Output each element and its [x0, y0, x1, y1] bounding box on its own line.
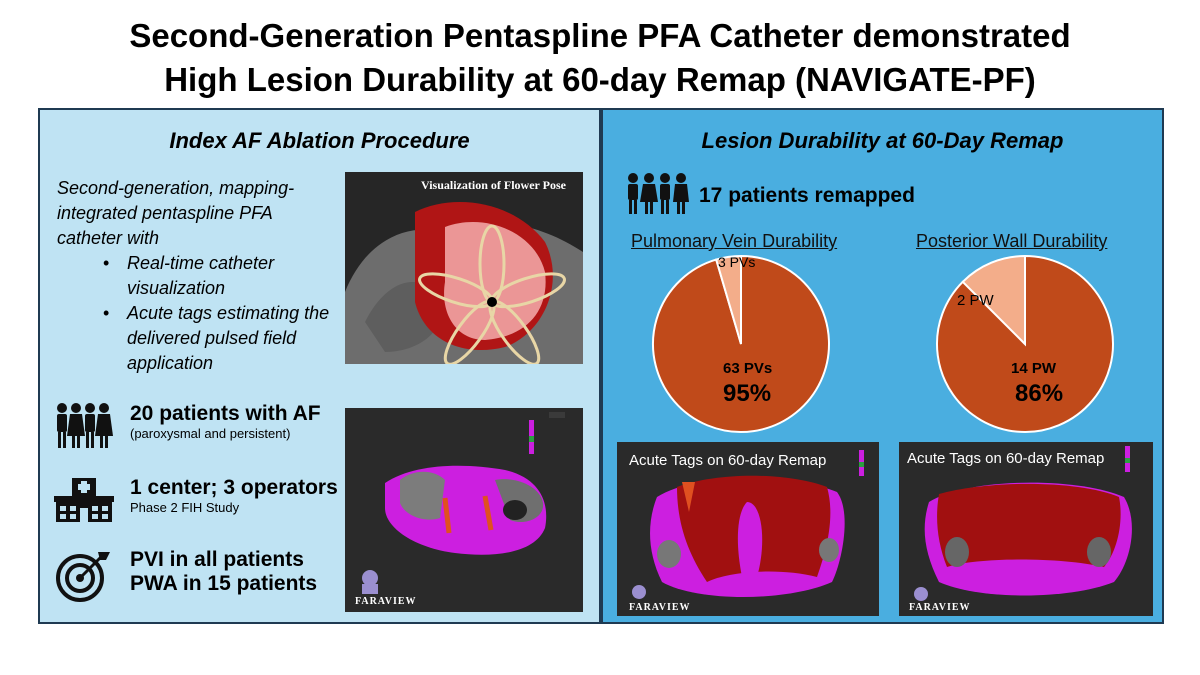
index-map-render	[362, 412, 565, 594]
remap-panel: Lesion Durability at 60-Day Remap 17 pat…	[601, 108, 1164, 624]
feature-list: Real-time catheter visualization Acute t…	[57, 251, 342, 376]
catheter-description: Second-generation, mapping-integrated pe…	[57, 176, 342, 376]
pie2-minor-slice	[961, 254, 1026, 347]
faraview-logo: FARAVIEW	[909, 602, 971, 613]
description-intro: Second-generation, mapping-integrated pe…	[57, 178, 295, 248]
people-icon	[628, 173, 689, 214]
pv-durability-pie	[652, 254, 830, 433]
title-line-2: High Lesion Durability at 60-day Remap (…	[164, 61, 1036, 98]
remap-pw-image: Acute Tags on 60-day Remap FARAVIEW	[899, 442, 1153, 616]
left-panel-heading: Index AF Ablation Procedure	[169, 128, 470, 153]
remap-pw-caption: Acute Tags on 60-day Remap	[907, 450, 1105, 467]
flower-pose-image: Visualization of Flower Pose	[345, 172, 583, 364]
index-procedure-panel: Index AF Ablation Procedure Second-gener…	[38, 108, 601, 624]
people-icon	[57, 403, 113, 448]
center-operators: 1 center; 3 operators	[130, 476, 338, 499]
index-map-image: FARAVIEW	[345, 408, 583, 612]
feature-item: Real-time catheter visualization	[103, 251, 342, 301]
pie2-major-slice	[936, 254, 1114, 433]
study-phase: Phase 2 FIH Study	[130, 500, 240, 515]
pwa-result: PWA in 15 patients	[130, 572, 318, 595]
remap-pv-caption: Acute Tags on 60-day Remap	[629, 452, 827, 469]
pie1-minor-slice	[714, 254, 742, 345]
faraview-logo: FARAVIEW	[629, 602, 691, 613]
pie2-major-pct: 86%	[1015, 380, 1064, 407]
remap-pv-image: Acute Tags on 60-day Remap FARAVIEW	[617, 442, 879, 616]
pw-durability-pie	[936, 254, 1114, 433]
remap-pw-render	[914, 446, 1132, 601]
patients-count: 20 patients with AF	[130, 402, 321, 425]
pie1-major-pct: 95%	[723, 380, 772, 407]
target-icon	[56, 552, 110, 602]
hospital-icon	[54, 478, 114, 522]
pie1-major-label: 63 PVs	[723, 360, 773, 377]
flower-pose-caption: Visualization of Flower Pose	[421, 178, 566, 192]
pie2-minor-label: 2 PW	[957, 292, 994, 309]
pie2-major-label: 14 PW	[1011, 360, 1057, 377]
feature-item: Acute tags estimating the delivered puls…	[103, 301, 342, 376]
pvi-result: PVI in all patients	[130, 548, 304, 571]
faraview-logo: FARAVIEW	[355, 596, 417, 607]
page-title: Second-Generation Pentaspline PFA Cathet…	[0, 14, 1200, 102]
patients-type: (paroxysmal and persistent)	[130, 426, 291, 441]
remapped-count: 17 patients remapped	[699, 184, 915, 207]
pv-durability-title: Pulmonary Vein Durability	[631, 231, 838, 251]
title-line-1: Second-Generation Pentaspline PFA Cathet…	[129, 17, 1071, 54]
pie1-minor-label: 3 PVs	[718, 254, 756, 270]
remap-pv-render	[632, 450, 864, 599]
pw-durability-title: Posterior Wall Durability	[916, 231, 1108, 251]
right-panel-heading: Lesion Durability at 60-Day Remap	[701, 128, 1064, 153]
flower-pose-render	[345, 202, 583, 364]
